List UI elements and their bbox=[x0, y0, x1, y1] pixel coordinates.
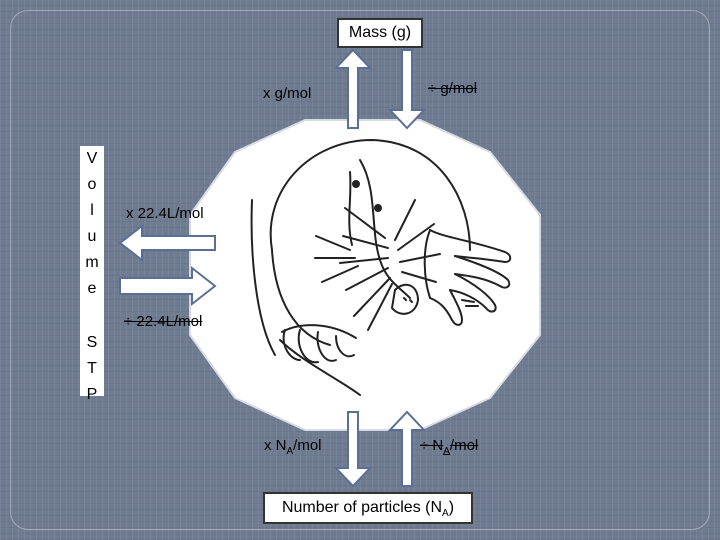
volume-left-arrow[interactable] bbox=[118, 223, 216, 263]
particles-multiply-end: /mol bbox=[293, 437, 322, 454]
volume-letter-o: o bbox=[87, 176, 97, 193]
mass-down-arrow[interactable] bbox=[387, 49, 427, 130]
volume-letter-v: V bbox=[86, 150, 98, 167]
particles-multiply-main: x N bbox=[264, 437, 287, 454]
particles-box: Number of particles (NA) bbox=[263, 492, 473, 524]
particles-label: Number of particles (N bbox=[281, 499, 443, 516]
mass-multiply-label: x g/mol bbox=[263, 85, 312, 102]
volume-multiply-label: x 22.4L/mol bbox=[126, 205, 204, 222]
mass-divide-label: ÷ g/mol bbox=[428, 80, 478, 97]
slide-frame bbox=[10, 10, 710, 530]
particles-down-arrow[interactable] bbox=[333, 411, 373, 488]
particles-divide-end: /mol bbox=[449, 437, 479, 454]
volume-letter-e: e bbox=[87, 280, 97, 297]
particles-divide-main: ÷ N bbox=[420, 437, 444, 454]
particles-divide-sub: A bbox=[443, 446, 450, 457]
volume-divide-label: ÷ 22.4L/mol bbox=[124, 313, 203, 330]
stp-letter-p: P bbox=[86, 386, 98, 403]
stp-letter-s: S bbox=[86, 334, 98, 351]
particles-label-sub: A bbox=[442, 508, 449, 520]
particles-multiply-label: x NA/mol bbox=[264, 437, 322, 457]
volume-letter-m: m bbox=[85, 254, 99, 271]
particles-divide-label: ÷ NA/mol bbox=[420, 437, 478, 457]
particles-multiply-sub: A bbox=[286, 446, 294, 457]
mass-box: Mass (g) bbox=[337, 18, 423, 48]
volume-right-arrow[interactable] bbox=[119, 265, 217, 307]
volume-letter-u: u bbox=[87, 228, 97, 245]
center-octagon bbox=[189, 119, 541, 431]
particles-label-end: ) bbox=[448, 499, 455, 516]
mole-illustration bbox=[250, 138, 512, 396]
particles-up-arrow[interactable] bbox=[387, 410, 427, 487]
stp-letter-t: T bbox=[87, 360, 97, 377]
volume-stp-column: V o l u m e S T P bbox=[80, 146, 104, 403]
volume-letter-l: l bbox=[90, 202, 94, 219]
mass-label: Mass (g) bbox=[348, 24, 412, 41]
mass-up-arrow[interactable] bbox=[333, 48, 373, 129]
